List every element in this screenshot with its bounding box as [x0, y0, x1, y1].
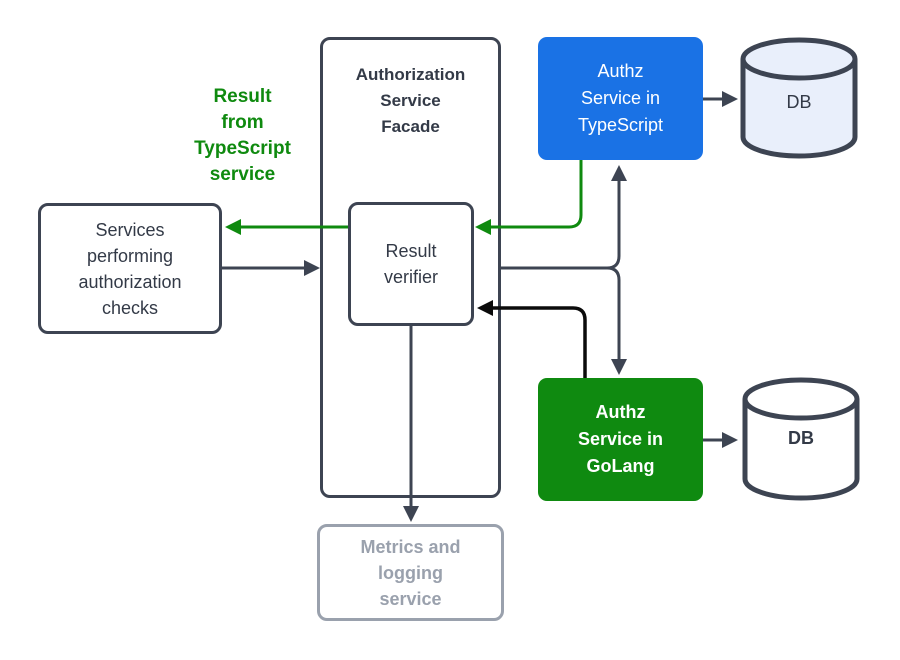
edge-facade-to-authz-golang — [500, 266, 627, 375]
annotation-line: Result — [213, 86, 272, 107]
edge-authz-golang-to-db-bottom — [703, 432, 738, 448]
annotation-line: service — [209, 164, 276, 185]
result-verifier-label-line: Result — [385, 241, 437, 261]
db-bottom-label: DB — [788, 428, 814, 448]
node-result-verifier: Result verifier — [348, 202, 474, 326]
node-services-performing-authorization-checks: Services performing authorization checks — [38, 203, 222, 334]
services-label-line: checks — [101, 297, 159, 318]
metrics-label-line: Metrics and — [360, 536, 461, 557]
annotation-line: TypeScript — [194, 138, 291, 159]
services-label-line: performing — [86, 245, 174, 266]
edge-facade-to-authz-typescript — [500, 165, 627, 270]
edge-services-to-facade — [222, 260, 320, 276]
facade-title-line: Service — [380, 91, 441, 110]
db-top-label: DB — [786, 92, 812, 112]
authz-go-label-line: GoLang — [586, 456, 655, 476]
node-authz-service-typescript: Authz Service in TypeScript — [538, 37, 703, 160]
edge-authz-typescript-to-db-top — [703, 91, 738, 107]
metrics-label-line: service — [379, 588, 442, 609]
services-label-line: Services — [95, 219, 165, 240]
node-authz-service-golang: Authz Service in GoLang — [538, 378, 703, 501]
services-label-line: authorization — [78, 271, 182, 292]
authz-go-label-line: Authz — [595, 402, 646, 422]
authz-go-label-line: Service in — [577, 429, 664, 449]
metrics-label-line: logging — [378, 562, 443, 583]
node-metrics-and-logging-service: Metrics and logging service — [317, 524, 504, 621]
annotation-line: from — [221, 112, 264, 133]
authz-ts-label-line: TypeScript — [577, 115, 664, 135]
authz-ts-label-line: Service in — [580, 88, 661, 108]
authz-ts-label-line: Authz — [597, 61, 644, 81]
facade-title-line: Authorization — [355, 65, 466, 84]
result-verifier-label-line: verifier — [383, 267, 438, 287]
facade-title-line: Facade — [381, 117, 440, 136]
annotation-result-from-typescript-service: Result from TypeScript service — [165, 84, 320, 188]
